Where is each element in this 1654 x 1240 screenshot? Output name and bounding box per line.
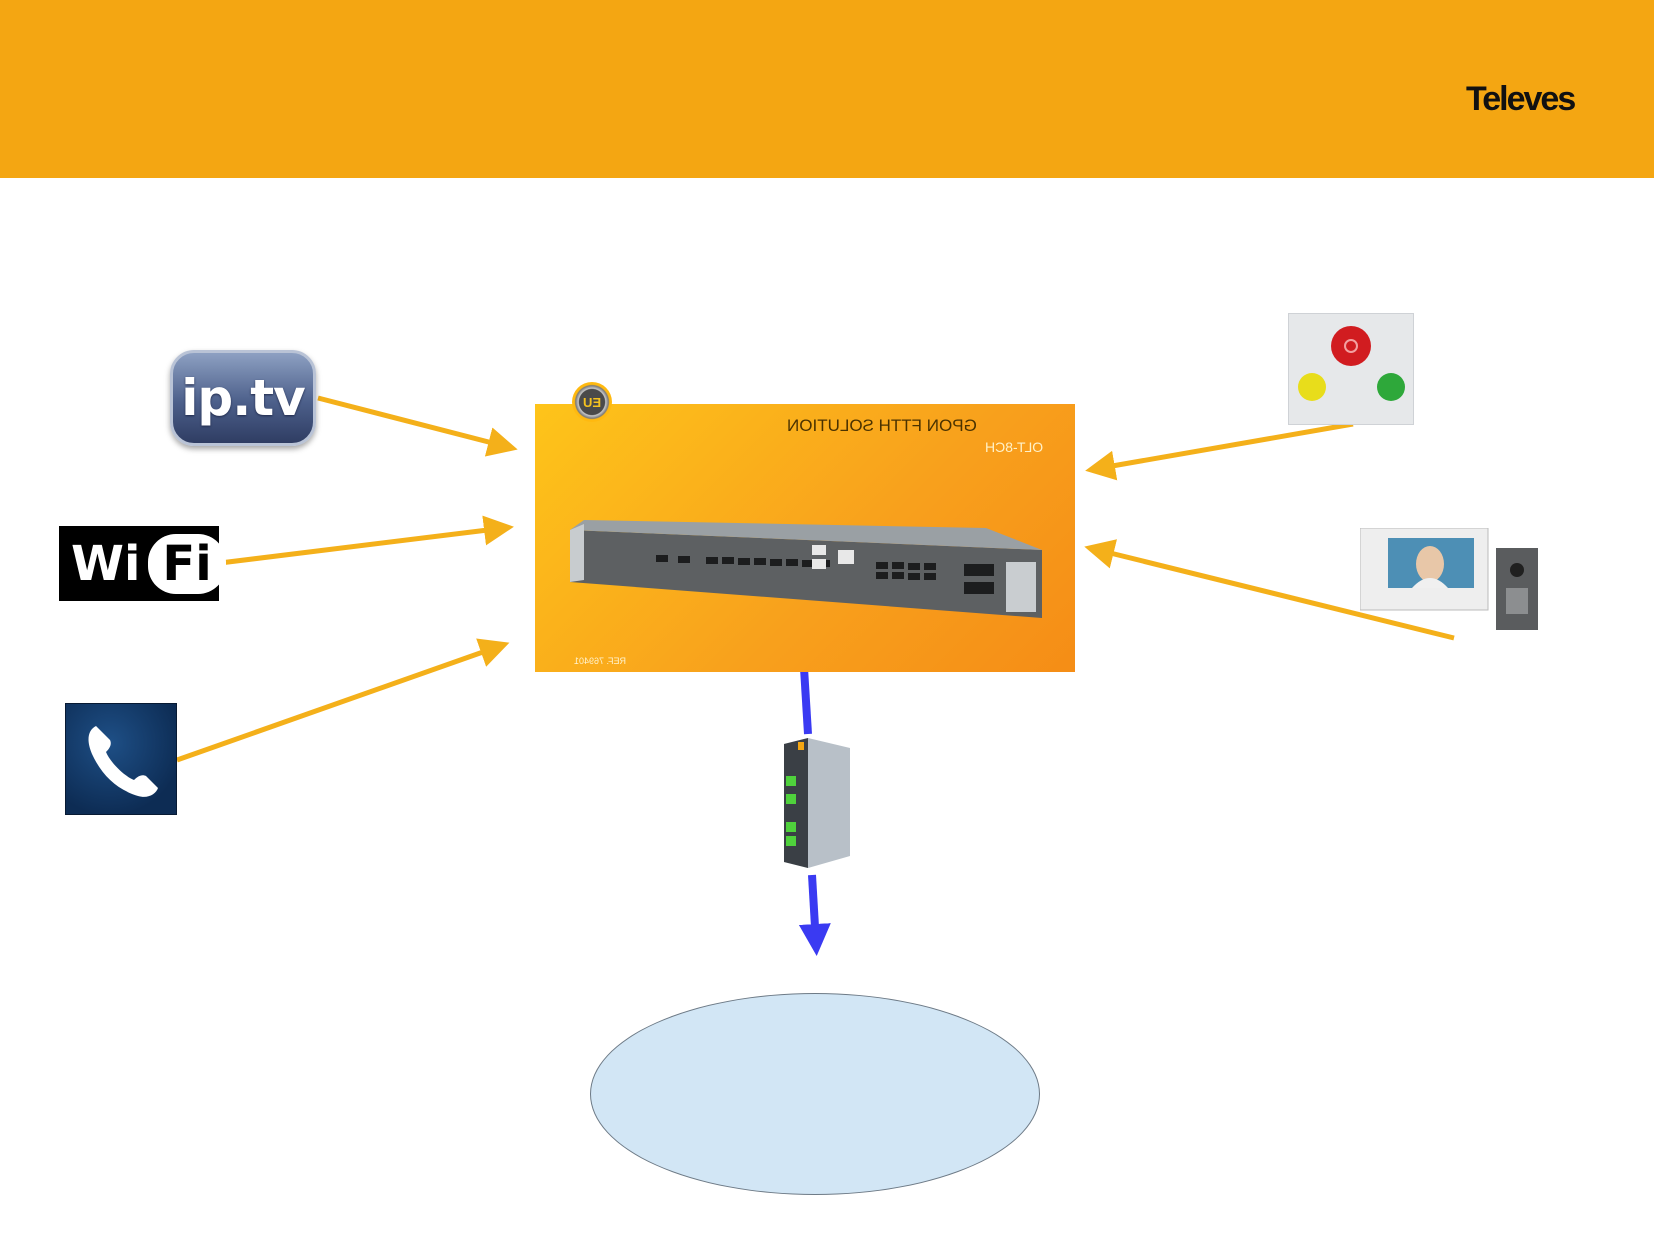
iptv-label: ip.tv [181, 369, 305, 427]
header-bar: Televes [0, 0, 1654, 178]
video-intercom-icon [1359, 527, 1544, 632]
arrow-phone [176, 638, 510, 763]
arrow-video [1084, 539, 1455, 641]
splitter-device-icon [784, 738, 850, 868]
alarm-buttons-icon [1288, 313, 1414, 425]
iptv-logo-icon: ip.tv [170, 350, 316, 446]
fiber-line-top [800, 667, 812, 735]
wifi-label-right: Fi [148, 533, 226, 594]
olt-model: OLT-8CH [985, 439, 1044, 455]
eu-badge-label: EU [582, 394, 602, 410]
wifi-logo-icon: Wi Fi [59, 526, 226, 601]
network-ellipse [590, 993, 1040, 1195]
fiber-arrow-bottom [798, 874, 831, 956]
olt-box-top [535, 382, 1075, 404]
olt-title: GPON FTTH SOLUTION [787, 416, 977, 435]
wifi-label-left: Wi [71, 535, 141, 592]
olt-device-image [570, 520, 1042, 618]
olt-reference: REF. 769401 [574, 656, 627, 666]
arrow-iptv [317, 395, 518, 457]
phone-icon [65, 703, 177, 815]
arrow-alarm [1085, 421, 1354, 481]
phone-handset-icon [88, 726, 158, 797]
arrow-wifi [219, 515, 514, 566]
televes-logo: Televes [1466, 80, 1576, 118]
made-in-eu-badge: EU [572, 382, 612, 422]
